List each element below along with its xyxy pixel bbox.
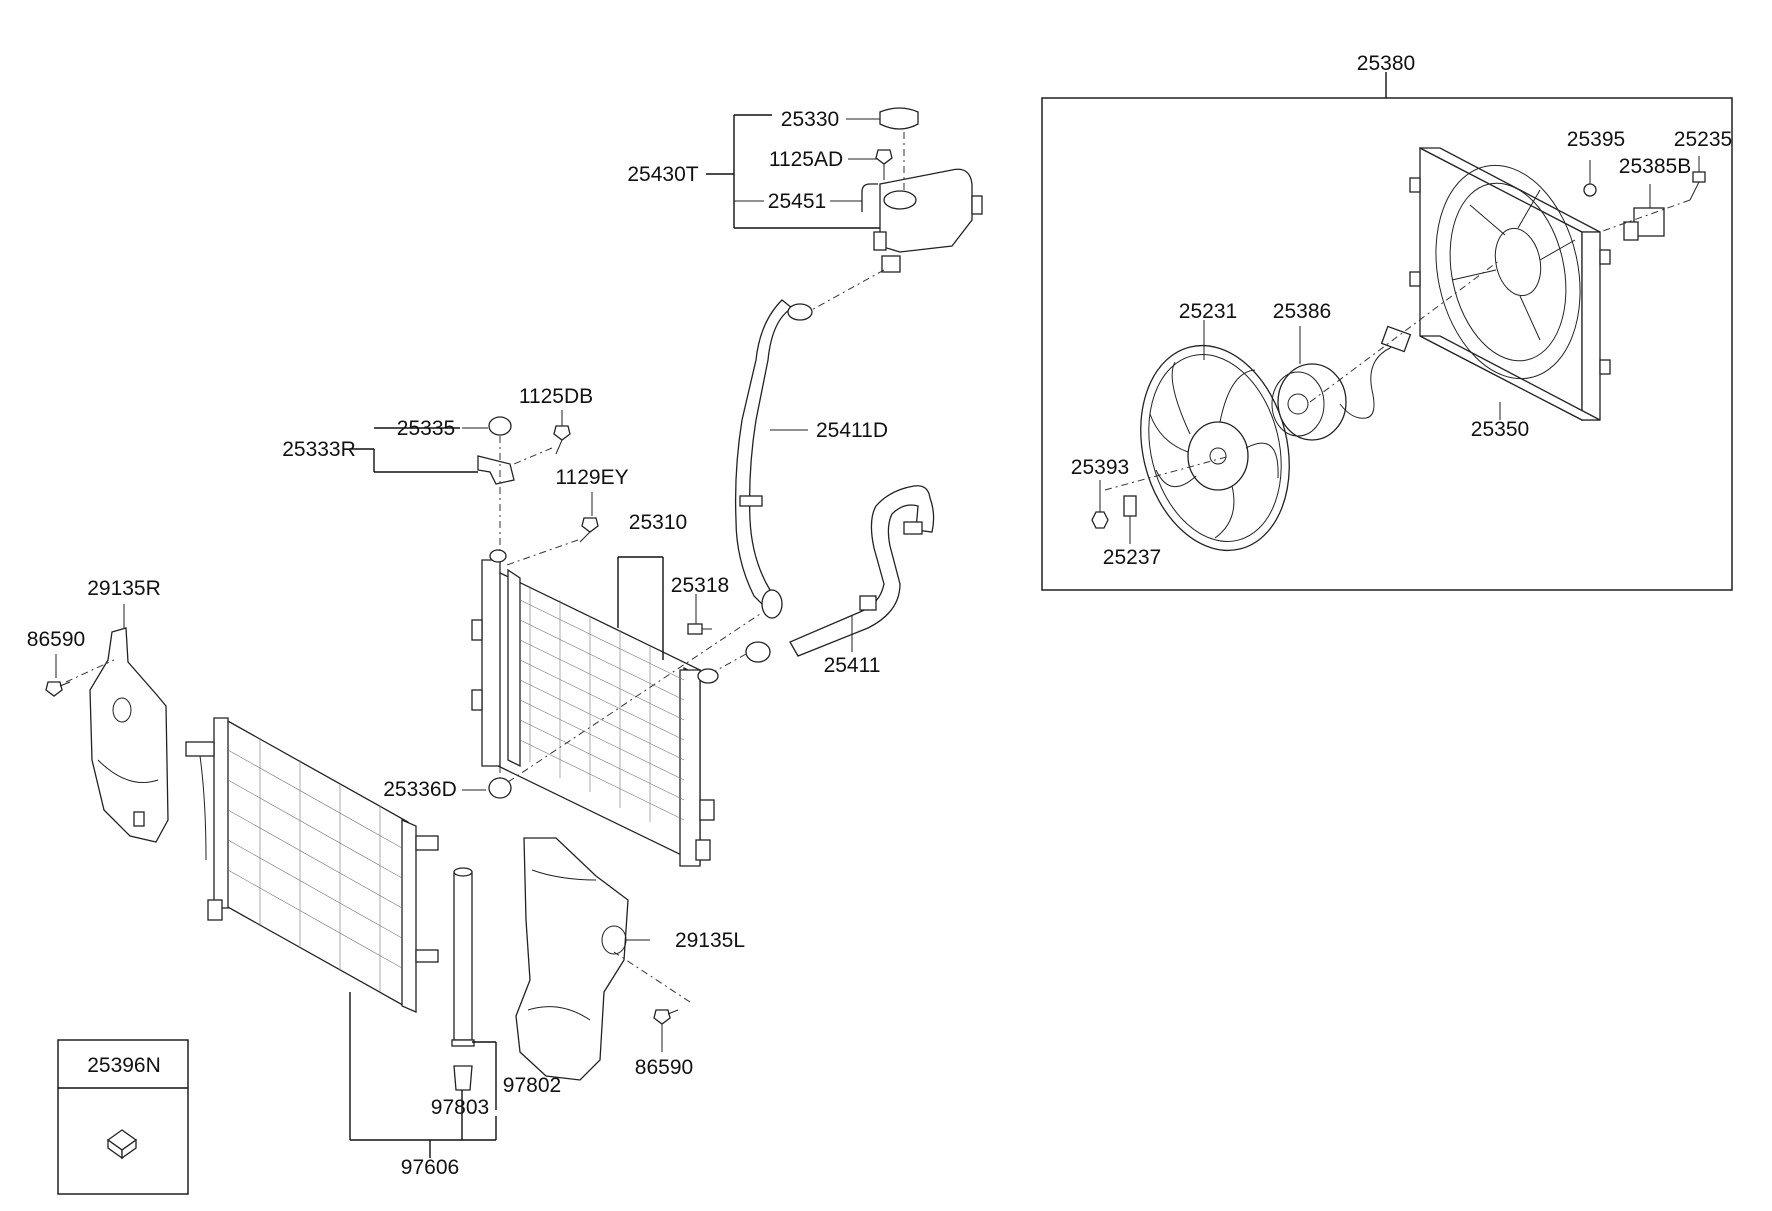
label-1125DB: 1125DB xyxy=(519,385,593,408)
label-25411: 25411 xyxy=(824,654,881,677)
fan-blade xyxy=(1140,344,1290,552)
fan-motor xyxy=(1271,325,1412,441)
label-25386: 25386 xyxy=(1273,300,1331,323)
condenser-fins xyxy=(227,738,403,992)
label-97802: 97802 xyxy=(503,1074,561,1097)
inset-box xyxy=(57,1039,189,1195)
fan-assembly-box xyxy=(1041,97,1733,591)
label-29135R: 29135R xyxy=(87,577,161,600)
label-25231: 25231 xyxy=(1179,300,1237,323)
bolt-25235 xyxy=(1689,171,1706,201)
reservoir-group: 25430T 25330 1125AD 25451 xyxy=(627,107,983,313)
label-25335: 25335 xyxy=(397,417,455,440)
radiator-25310 xyxy=(471,549,719,867)
bolt-1125AD xyxy=(875,149,893,180)
hose-25451 xyxy=(861,183,878,212)
label-86590-left: 86590 xyxy=(27,628,85,651)
reservoir-cap xyxy=(879,107,919,130)
label-97606: 97606 xyxy=(401,1156,459,1179)
bolt-1125DB xyxy=(553,425,571,455)
bracket-25333R xyxy=(477,455,515,485)
label-25350: 25350 xyxy=(1471,418,1529,441)
resistor-25385B xyxy=(1623,207,1665,241)
bolt-86590-right xyxy=(653,1009,679,1025)
label-1129EY: 1129EY xyxy=(555,466,628,489)
label-25430T: 25430T xyxy=(627,163,698,186)
label-25336D: 25336D xyxy=(383,778,457,801)
nut-25393 xyxy=(1091,511,1109,529)
insulator-25335 xyxy=(488,416,512,436)
label-1125AD: 1125AD xyxy=(769,148,843,171)
clip-25237 xyxy=(1123,495,1137,517)
condenser xyxy=(185,717,439,1013)
clip-25396N xyxy=(106,1129,138,1160)
fan-assembly-group: 25380 25350 25395 xyxy=(1041,52,1733,591)
label-29135L: 29135L xyxy=(675,929,745,952)
receiver-drier xyxy=(451,867,475,1047)
grommet-25395 xyxy=(1583,183,1597,197)
label-25385B: 25385B xyxy=(1619,155,1691,178)
label-25235: 25235 xyxy=(1674,128,1732,151)
inset-25396N: 25396N xyxy=(57,1039,189,1195)
label-25411D: 25411D xyxy=(816,419,888,442)
radiator-fins xyxy=(519,586,685,822)
bolt-1129EY xyxy=(579,517,599,543)
drain-plug-25318 xyxy=(687,623,712,635)
air-guard-29135L xyxy=(515,837,629,1081)
label-86590-right: 86590 xyxy=(635,1056,693,1079)
label-25330: 25330 xyxy=(781,108,839,131)
upper-hose-25411D xyxy=(734,299,813,619)
label-25395: 25395 xyxy=(1567,128,1625,151)
label-25451: 25451 xyxy=(768,190,826,213)
label-25318: 25318 xyxy=(671,574,729,597)
label-25310: 25310 xyxy=(629,511,687,534)
insulator-25336D xyxy=(488,777,512,799)
label-97803: 97803 xyxy=(431,1096,489,1119)
coolant-reservoir xyxy=(873,168,983,273)
label-25237: 25237 xyxy=(1103,546,1161,569)
bolt-86590-left xyxy=(45,681,71,697)
fan-shroud xyxy=(1409,146,1611,422)
label-25393: 25393 xyxy=(1071,456,1129,479)
filter-97803 xyxy=(453,1065,473,1091)
label-25380: 25380 xyxy=(1357,52,1415,75)
lower-hose-25411 xyxy=(745,485,935,663)
air-guard-29135R xyxy=(89,627,169,843)
label-25333R: 25333R xyxy=(282,438,356,461)
label-25396N: 25396N xyxy=(87,1054,161,1077)
